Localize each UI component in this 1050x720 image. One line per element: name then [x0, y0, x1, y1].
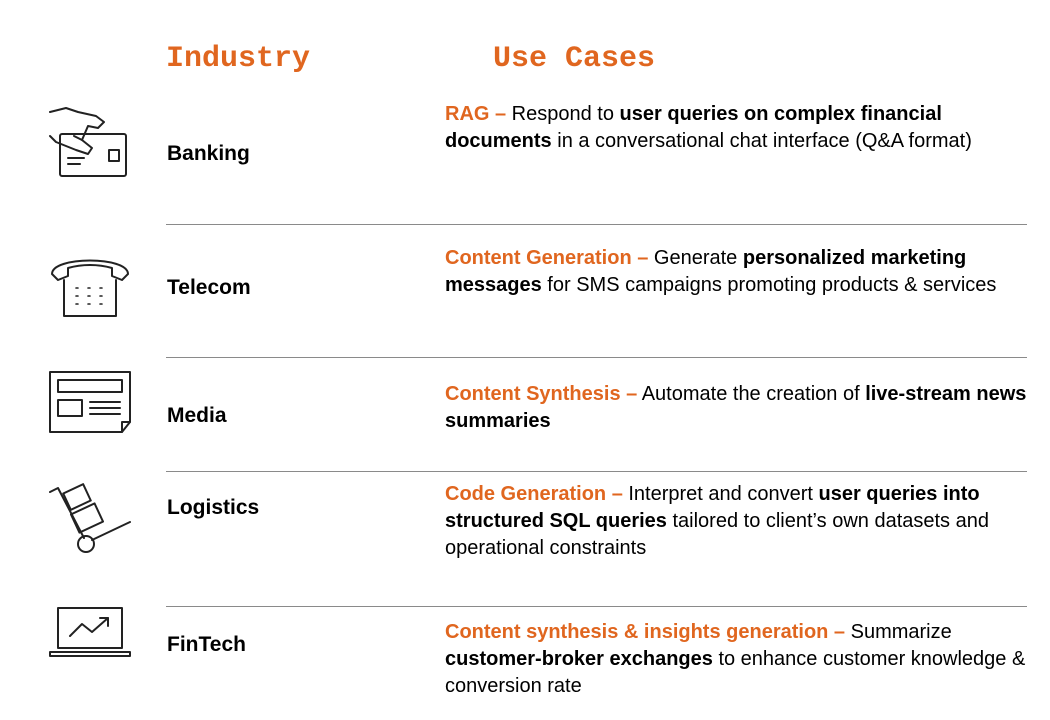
- industry-label: FinTech: [167, 633, 246, 656]
- row-divider: [166, 606, 1027, 607]
- use-case-bold-part: user queries into structured SQL queries: [445, 483, 980, 532]
- use-case-bold-part: personalized marketing messages: [445, 247, 967, 296]
- industry-header: Industry: [166, 42, 311, 76]
- use-case-bold-part: user queries on complex financial docume…: [445, 103, 942, 152]
- use-case-label: Content Generation –: [445, 247, 649, 269]
- use-case-bold-part: customer-broker exchanges: [445, 648, 713, 670]
- use-case-text-part: tailored to client’s own datasets and op…: [445, 510, 989, 559]
- industry-label: Logistics: [167, 496, 260, 519]
- use-case-text: Content Synthesis – Automate the creatio…: [445, 381, 1030, 435]
- newspaper-icon: [48, 370, 132, 436]
- use-case-text-part: Automate the creation of: [637, 383, 866, 405]
- use-case-bold-part: live-stream news summaries: [445, 383, 1027, 432]
- use-case-label: Content Synthesis –: [445, 383, 638, 405]
- use-cases-header: Use Cases: [493, 42, 656, 76]
- use-case-text: Content Generation – Generate personaliz…: [445, 245, 1030, 299]
- use-case-text-part: for SMS campaigns promoting products & s…: [541, 274, 997, 296]
- telephone-icon: [48, 252, 132, 322]
- use-case-text: Code Generation – Interpret and convert …: [445, 481, 1030, 562]
- industry-label: Banking: [167, 142, 250, 165]
- hand-truck-icon: [48, 478, 132, 554]
- laptop-chart-icon: [48, 606, 132, 662]
- use-case-text: RAG – Respond to user queries on complex…: [445, 101, 1030, 155]
- row-divider: [166, 471, 1027, 472]
- use-case-label: Code Generation –: [445, 483, 623, 505]
- industry-label: Media: [167, 404, 227, 427]
- row-divider: [166, 224, 1027, 225]
- use-case-text: Content synthesis & insights generation …: [445, 619, 1030, 700]
- use-case-text-part: Generate: [648, 247, 743, 269]
- use-case-label: RAG –: [445, 103, 507, 125]
- use-case-text-part: Summarize: [845, 621, 952, 643]
- hand-card-icon: [48, 106, 132, 180]
- use-case-text-part: Interpret and convert: [622, 483, 819, 505]
- use-case-text-part: Respond to: [506, 103, 620, 125]
- use-case-text-part: in a conversational chat interface (Q&A …: [551, 130, 972, 152]
- use-case-label: Content synthesis & insights generation …: [445, 621, 846, 643]
- use-case-text-part: to enhance customer knowledge & conversi…: [445, 648, 1026, 697]
- industry-label: Telecom: [167, 276, 251, 299]
- row-divider: [166, 357, 1027, 358]
